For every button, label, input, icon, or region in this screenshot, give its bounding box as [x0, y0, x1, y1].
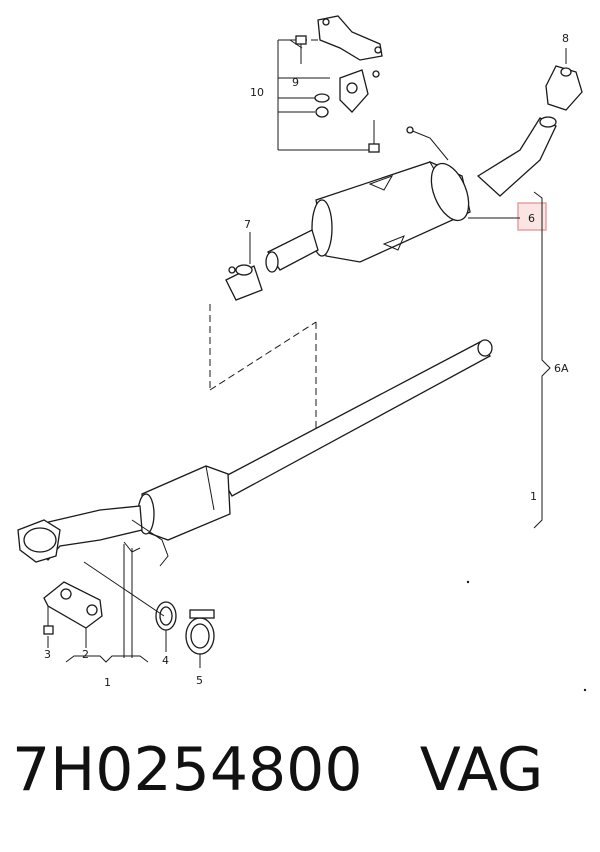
part-number-footer: 7H0254800 VAG: [12, 740, 543, 800]
callout-9: 9: [292, 76, 299, 89]
brand-name: VAG: [419, 735, 544, 805]
front-pipe-assembly: [17, 339, 493, 567]
seal-ring-4: [155, 601, 177, 631]
clamp-5: [185, 609, 215, 668]
callout-3: 3: [44, 648, 51, 661]
callout-5: 5: [196, 674, 203, 687]
exhaust-parts-diagram: 8 9 10 6 7 6A 1 3 2 4 5 1: [17, 15, 587, 692]
callout-7: 7: [244, 218, 251, 231]
callout-1-bottom: 1: [104, 676, 111, 689]
highlight-box-6: [517, 202, 547, 231]
callout-10: 10: [250, 86, 264, 99]
callout-4: 4: [162, 654, 169, 667]
flange-gasket-2: [43, 581, 103, 635]
lower-leaders: [47, 544, 167, 663]
callout-8: 8: [562, 32, 569, 45]
callout-6: 6: [528, 212, 535, 225]
tail-pipe-clamp-8: [545, 48, 583, 111]
pipe-clamp-7: [225, 232, 263, 301]
callout-6a: 6A: [554, 362, 569, 375]
callout-2: 2: [82, 648, 89, 661]
rear-silencer-6: [265, 116, 557, 273]
callout-1-right: 1: [530, 490, 537, 503]
right-brace: [533, 191, 551, 529]
dashed-leaders-7: [209, 304, 317, 430]
part-number: 7H0254800: [12, 735, 363, 805]
mounting-bracket-assembly: [277, 15, 383, 153]
